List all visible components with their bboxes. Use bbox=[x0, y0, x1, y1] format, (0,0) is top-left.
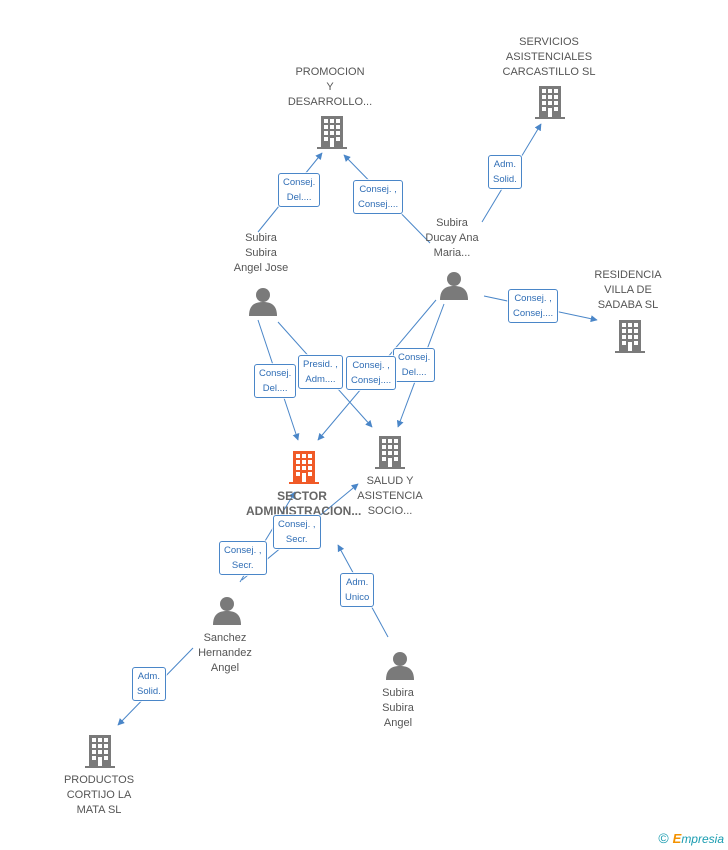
label-line: Sanchez bbox=[203, 632, 247, 644]
label-line: CORTIJO LA bbox=[66, 789, 132, 801]
label-line: Y bbox=[326, 81, 334, 93]
label-line: Angel bbox=[210, 662, 240, 674]
label-line: ADMINISTRACION... bbox=[246, 504, 362, 518]
building-icon-promocion[interactable] bbox=[317, 116, 347, 149]
node-label-salud[interactable]: SALUD Y ASISTENCIA SOCIO... bbox=[345, 474, 435, 519]
label-line: Ducay Ana bbox=[425, 232, 479, 244]
label-line: Solid. bbox=[137, 686, 161, 697]
label-line: Adm. bbox=[493, 159, 516, 170]
person-icon-sanchez[interactable] bbox=[213, 597, 241, 625]
building-icon-servicios[interactable] bbox=[535, 86, 565, 119]
person-icon-subira-angel[interactable] bbox=[386, 652, 414, 680]
edge-label-angel-sector[interactable]: Adm. Unico bbox=[340, 573, 375, 607]
label-line: PROMOCION bbox=[295, 66, 365, 78]
label-line: Consej. , bbox=[514, 293, 552, 304]
label-line: SADABA SL bbox=[597, 299, 659, 311]
edge-label-ducay-sector[interactable]: Consej. , Consej.... bbox=[346, 356, 397, 390]
edge-label-ducay-servicios[interactable]: Adm. Solid. bbox=[488, 155, 522, 189]
label-line: Del.... bbox=[286, 192, 312, 203]
label-line: VILLA DE bbox=[604, 284, 652, 296]
label-line: Consej.... bbox=[513, 308, 554, 319]
label-line: Adm. bbox=[346, 577, 369, 588]
label-line: DESARROLLO... bbox=[287, 96, 373, 108]
label-line: SECTOR bbox=[277, 489, 327, 503]
label-line: Adm.... bbox=[305, 374, 336, 385]
label-line: Subira bbox=[382, 687, 414, 699]
node-label-servicios[interactable]: SERVICIOS ASISTENCIALES CARCASTILLO SL bbox=[488, 35, 610, 80]
label-line: Secr. bbox=[231, 560, 254, 571]
brand-name: mpresia bbox=[681, 831, 724, 846]
label-line: Adm. bbox=[137, 671, 160, 682]
label-line: Subira bbox=[436, 217, 468, 229]
label-line: Solid. bbox=[493, 174, 517, 185]
brand-logo-e: E bbox=[672, 830, 682, 846]
label-line: Angel Jose bbox=[233, 262, 289, 274]
label-line: Presid. , bbox=[303, 359, 338, 370]
node-label-productos[interactable]: PRODUCTOS CORTIJO LA MATA SL bbox=[50, 773, 148, 818]
edge-label-jose-sector[interactable]: Consej. Del.... bbox=[254, 364, 297, 398]
label-line: SOCIO... bbox=[367, 505, 413, 517]
label-line: Consej. , bbox=[278, 519, 316, 530]
label-line: Angel bbox=[383, 717, 413, 729]
label-line: CARCASTILLO SL bbox=[502, 66, 596, 78]
label-line: ASISTENCIALES bbox=[505, 51, 593, 63]
edge-label-ducay-residencia[interactable]: Consej. , Consej.... bbox=[508, 289, 559, 323]
label-line: Subira bbox=[245, 232, 277, 244]
label-line: SALUD Y bbox=[366, 475, 414, 487]
building-icon-salud[interactable] bbox=[375, 436, 405, 469]
label-line: ASISTENCIA bbox=[357, 490, 423, 502]
edge-label-jose-salud[interactable]: Presid. , Adm.... bbox=[298, 355, 343, 389]
edge-label-ducay-salud[interactable]: Consej. Del.... bbox=[393, 348, 436, 382]
label-line: Consej. bbox=[259, 368, 292, 379]
label-line: Consej. , bbox=[359, 184, 397, 195]
label-line: Subira bbox=[382, 702, 414, 714]
label-line: Del.... bbox=[401, 367, 427, 378]
label-line: Maria... bbox=[433, 247, 471, 259]
edge-label-sanchez-salud[interactable]: Consej. , Secr. bbox=[273, 515, 321, 549]
label-line: Unico bbox=[345, 592, 370, 603]
label-line: SERVICIOS bbox=[519, 36, 579, 48]
node-label-promocion[interactable]: PROMOCION Y DESARROLLO... bbox=[270, 65, 390, 110]
label-line: MATA SL bbox=[76, 804, 122, 816]
node-label-residencia[interactable]: RESIDENCIA VILLA DE SADABA SL bbox=[578, 268, 678, 313]
edge-label-jose-promocion[interactable]: Consej. Del.... bbox=[278, 173, 321, 207]
label-line: Consej.... bbox=[358, 199, 399, 210]
copyright-icon: © bbox=[658, 830, 669, 846]
edge-label-sanchez-sector[interactable]: Consej. , Secr. bbox=[219, 541, 267, 575]
label-line: Hernandez bbox=[198, 647, 252, 659]
label-line: RESIDENCIA bbox=[594, 269, 662, 281]
edge-label-sanchez-productos[interactable]: Adm. Solid. bbox=[132, 667, 166, 701]
footer-brand[interactable]: © Empresia bbox=[658, 830, 724, 846]
label-line: Del.... bbox=[262, 383, 288, 394]
label-line: Subira bbox=[245, 247, 277, 259]
label-line: Consej. bbox=[398, 352, 431, 363]
label-line: Consej.... bbox=[351, 375, 392, 386]
label-line: Consej. bbox=[283, 177, 316, 188]
label-line: PRODUCTOS bbox=[63, 774, 135, 786]
label-line: Consej. , bbox=[224, 545, 262, 556]
building-icon-sector[interactable] bbox=[289, 451, 319, 484]
label-line: Secr. bbox=[285, 534, 308, 545]
person-icon-subira-jose[interactable] bbox=[249, 288, 277, 316]
label-line: Consej. , bbox=[352, 360, 390, 371]
building-icon-productos[interactable] bbox=[85, 735, 115, 768]
person-icon-subira-ducay[interactable] bbox=[440, 272, 468, 300]
building-icon-residencia[interactable] bbox=[615, 320, 645, 353]
edge-label-ducay-promocion[interactable]: Consej. , Consej.... bbox=[353, 180, 404, 214]
